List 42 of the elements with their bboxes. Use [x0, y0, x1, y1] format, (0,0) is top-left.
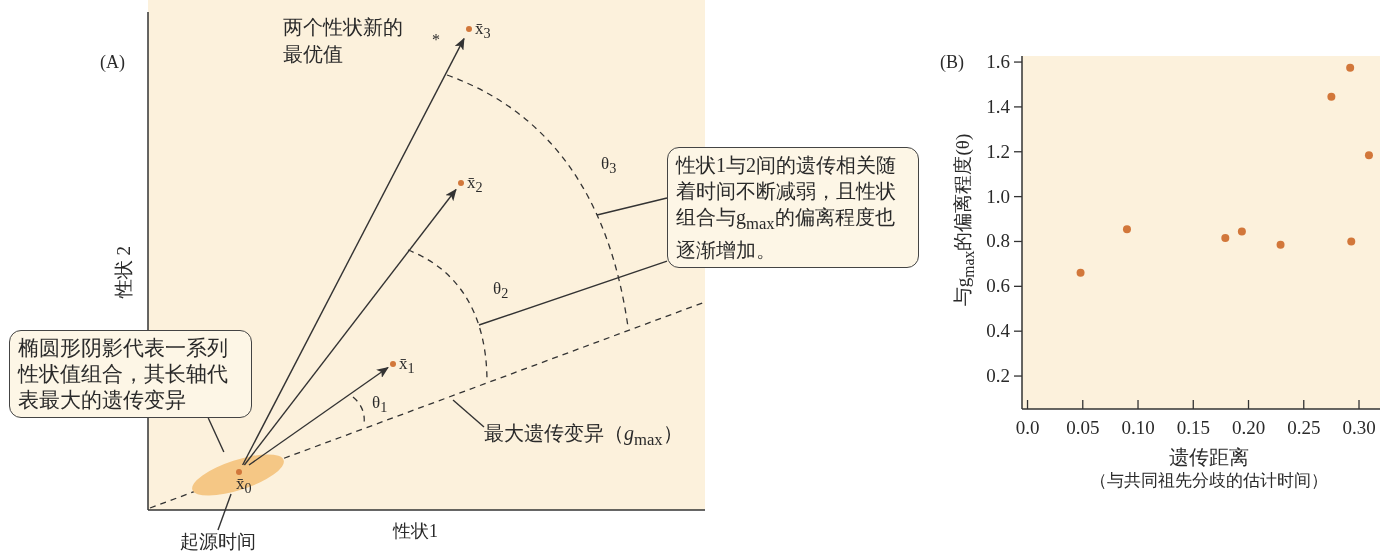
tick-label: 0.20: [1231, 417, 1266, 439]
annotation: 起源时间: [180, 530, 256, 553]
tick-label: 1.0: [986, 185, 1010, 208]
arrow: [243, 188, 457, 466]
tick-label: 0.25: [1287, 417, 1321, 439]
tick-label: 0.15: [1176, 417, 1210, 439]
arrow: [241, 37, 465, 466]
panel-label: (B): [940, 52, 964, 73]
mean-point: x̄$_{1}$: [388, 354, 422, 376]
annotation: 两个性状新的最优值: [283, 15, 404, 67]
tick-label: 0.4: [986, 320, 1010, 343]
arrow: [248, 366, 389, 466]
asterisk: *: [432, 31, 440, 49]
axis-subtitle: （与共同祖先分歧的估计时间）: [1090, 469, 1328, 492]
leader-line: [478, 260, 668, 326]
tick-label: 0.6: [986, 275, 1010, 298]
tick-label: 0.2: [986, 365, 1010, 388]
mean-point: x̄$_{2}$: [456, 173, 490, 195]
mean-point: x̄$_{3}$: [464, 19, 498, 41]
leader-line: [452, 399, 485, 428]
annotation: 最大遗传变异（g$_{max}$）: [484, 421, 683, 452]
leader-line: [596, 197, 668, 216]
axis-title: 性状1: [393, 520, 438, 543]
mean-point: x̄$_{0}$: [231, 465, 257, 494]
angle-label: θ$_{2}$: [493, 279, 509, 303]
axis-title: 性状 2: [112, 245, 135, 299]
tick-label: 1.6: [986, 51, 1010, 74]
tick-label: 1.2: [986, 140, 1010, 163]
axis-title: 遗传距离: [1169, 444, 1249, 470]
tick-label: 0.8: [986, 230, 1010, 253]
tick-label: 0.05: [1066, 417, 1100, 439]
tick-label: 0.0: [1015, 417, 1040, 439]
angle-label: θ$_{1}$: [372, 393, 388, 417]
panel-label: (A): [100, 52, 125, 73]
callout-box: 椭圆形阴影代表一系列性状值组合，其长轴代表最大的遗传变异: [9, 330, 252, 418]
tick-label: 0.30: [1342, 417, 1376, 439]
leader-line: [207, 417, 225, 453]
leader-line: [217, 493, 232, 531]
angle-label: θ$_{3}$: [601, 154, 617, 178]
tick-label: 1.4: [986, 95, 1010, 118]
tick-label: 0.10: [1121, 417, 1155, 439]
callout-box: 性状1与2间的遗传相关随着时间不断减弱，且性状组合与g$_{max}$的偏离程度也逐渐增加。: [667, 147, 919, 268]
